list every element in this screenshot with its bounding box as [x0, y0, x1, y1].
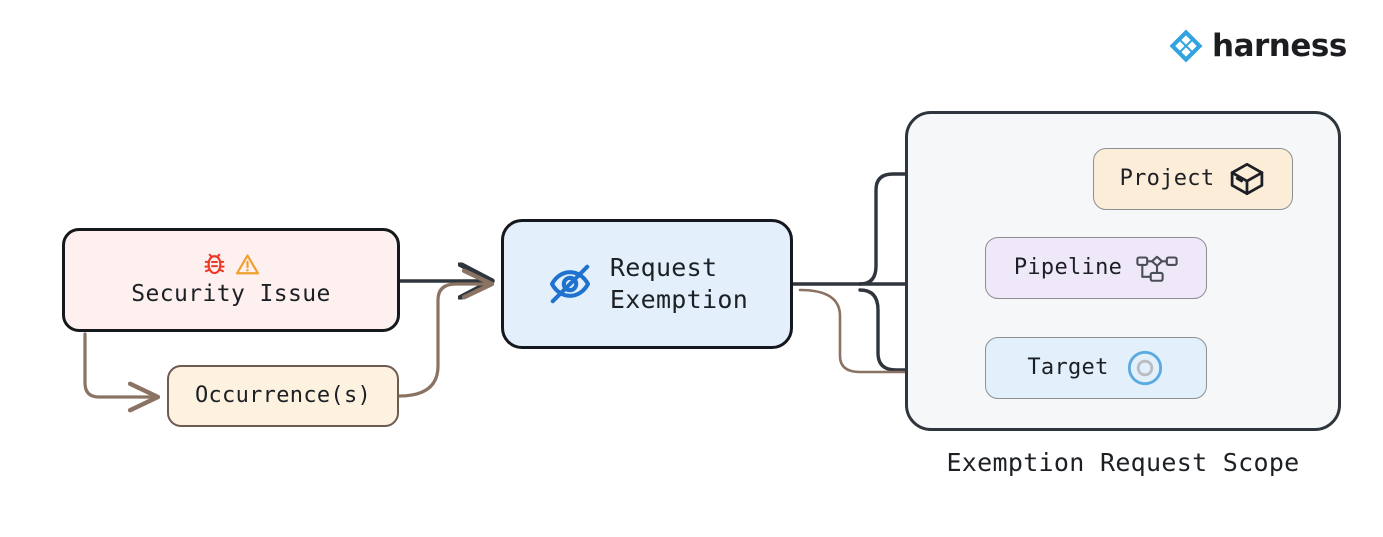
harness-diamond-logo-icon — [1169, 29, 1203, 63]
scope-caption: Exemption Request Scope — [946, 448, 1300, 477]
node-request-exemption[interactable]: Request Exemption — [501, 219, 793, 349]
bug-icon — [204, 253, 225, 274]
eye-off-icon — [549, 264, 590, 304]
node-project[interactable]: Project — [1093, 148, 1293, 210]
pipeline-flow-icon — [1136, 255, 1178, 282]
node-security-issue[interactable]: Security Issue — [62, 228, 400, 332]
warning-triangle-icon — [235, 254, 260, 275]
target-circle-icon — [1127, 350, 1162, 386]
edge-security-to-occurrences — [83, 332, 161, 413]
node-target-label: Target — [1027, 354, 1109, 380]
harness-wordmark: harness — [1212, 27, 1347, 64]
security-issue-icons — [202, 250, 260, 278]
node-project-label: Project — [1119, 165, 1215, 191]
node-occurrences-label: Occurrence(s) — [194, 382, 372, 408]
node-request-exemption-label: Request Exemption — [609, 253, 749, 314]
node-occurrences[interactable]: Occurrence(s) — [167, 365, 399, 427]
cube-icon — [1231, 162, 1264, 196]
node-target[interactable]: Target — [985, 337, 1207, 399]
node-pipeline[interactable]: Pipeline — [985, 237, 1207, 299]
harness-logo: harness — [1168, 28, 1347, 64]
edge-occurrences-to-request — [397, 268, 495, 398]
node-pipeline-label: Pipeline — [1013, 254, 1123, 280]
node-security-issue-label: Security Issue — [131, 281, 331, 308]
